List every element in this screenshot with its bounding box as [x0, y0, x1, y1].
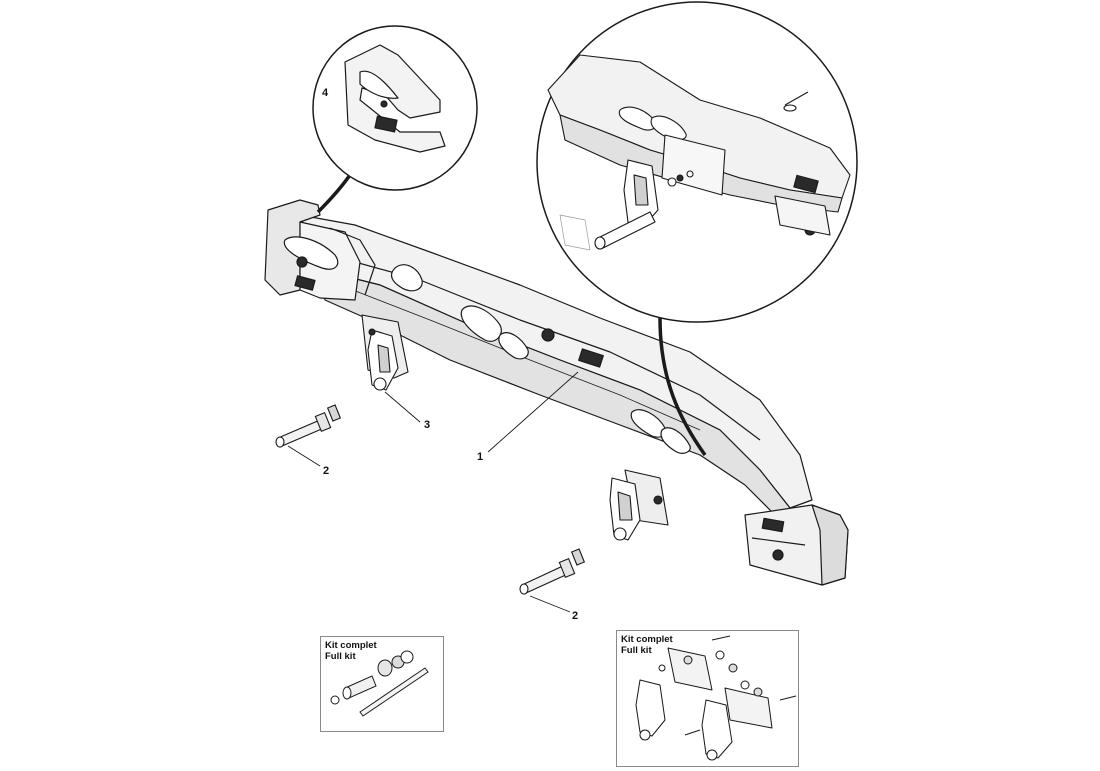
- pin-part-2-right: [519, 548, 586, 595]
- kit-right-line2: Full kit: [621, 645, 652, 656]
- right-end-cap: [744, 504, 849, 586]
- kit-left-line1: Kit complet: [325, 640, 377, 651]
- leader-2a: [287, 445, 321, 467]
- kit-left-line2: Full kit: [325, 651, 356, 662]
- detail-bubble-4: [312, 25, 478, 191]
- leader-2b: [529, 595, 571, 613]
- detail-4-connector: [316, 171, 354, 214]
- left-end-cap: [264, 199, 376, 301]
- callout-4: 4: [322, 87, 329, 99]
- kit-box-right: Kit complet Full kit: [616, 630, 799, 767]
- kit-box-left: Kit complet Full kit: [320, 636, 444, 732]
- kit-left-title: Kit complet Full kit: [325, 640, 377, 662]
- leader-lines: [287, 371, 579, 613]
- leader-3: [384, 391, 421, 423]
- detail-right-connector: [658, 317, 707, 457]
- callout-3: 3: [424, 419, 431, 431]
- callout-2-left: 2: [323, 465, 330, 477]
- pin-part-2-left: [275, 404, 342, 448]
- detail-bubble-right: [536, 1, 858, 323]
- kit-left-parts: [330, 650, 429, 717]
- kit-right-line1: Kit complet: [621, 634, 673, 645]
- bracket-part-3: [361, 314, 409, 391]
- callout-1: 1: [477, 451, 484, 463]
- bracket-right: [609, 469, 669, 541]
- kit-right-parts: [635, 635, 797, 761]
- kit-right-title: Kit complet Full kit: [621, 634, 673, 656]
- leader-1: [487, 371, 579, 453]
- main-beam: [299, 214, 813, 521]
- callout-2-right: 2: [572, 610, 579, 622]
